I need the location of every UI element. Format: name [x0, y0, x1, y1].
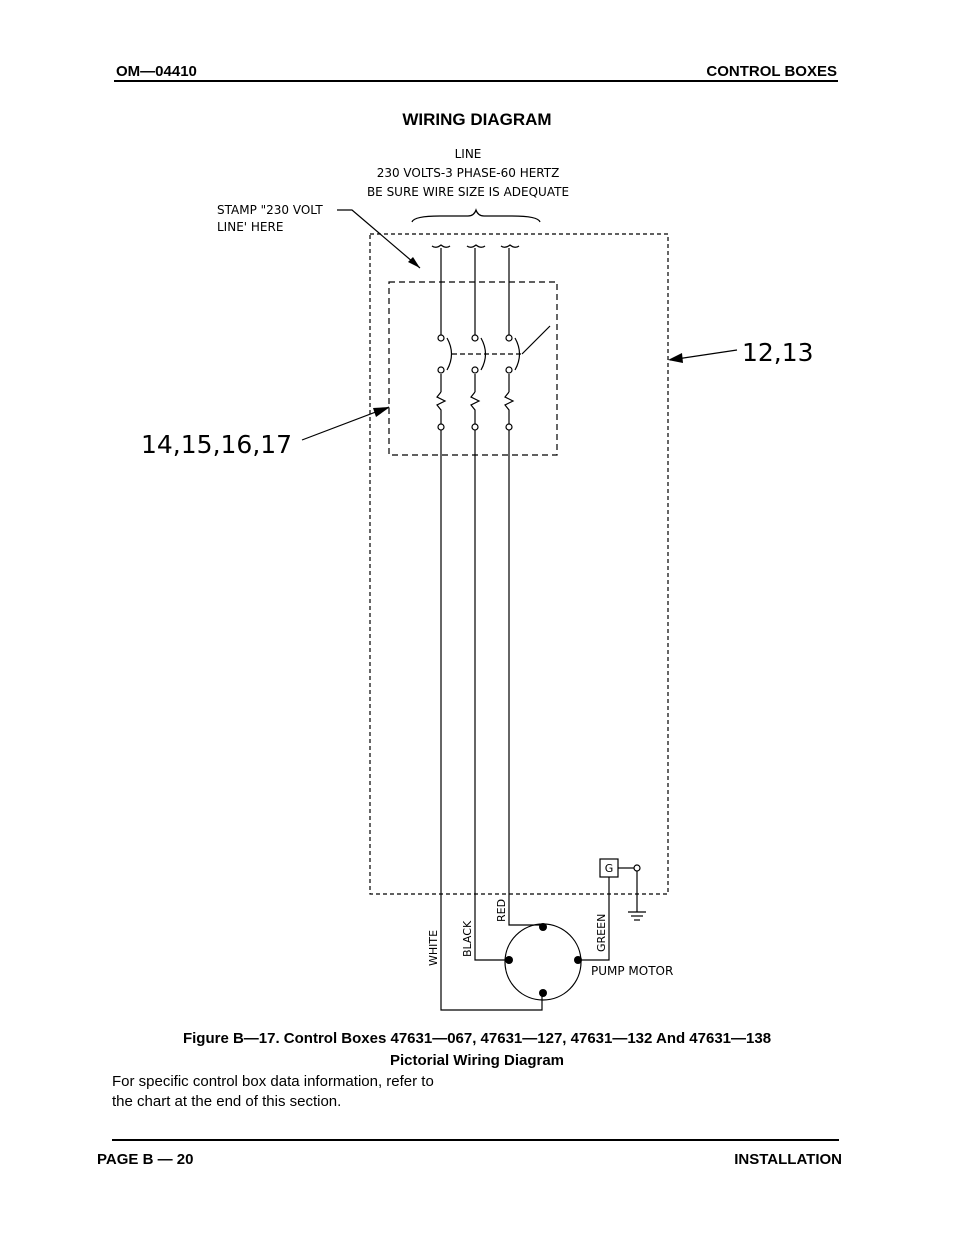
pump-motor-label: PUMP MOTOR — [591, 964, 673, 978]
enclosure-callout: 12,13 — [742, 338, 814, 367]
terminal-mark — [431, 244, 451, 248]
figure-caption-line1: Figure B—17. Control Boxes 47631—067, 47… — [182, 1030, 772, 1047]
chart-reference-note: For specific control box data informatio… — [112, 1072, 434, 1112]
wire-label-black: BLACK — [461, 920, 474, 957]
header-section: CONTROL BOXES — [706, 63, 837, 80]
stamp-note-2: LINE' HERE — [217, 220, 283, 234]
ground-label: G — [605, 862, 614, 875]
figure-caption-line2: Pictorial Wiring Diagram — [389, 1052, 565, 1069]
terminal-mark — [466, 244, 486, 248]
page-number: PAGE B — 20 — [97, 1151, 194, 1168]
enclosure-box — [369, 233, 669, 895]
figure-caption: Figure B—17. Control Boxes 47631—067, 47… — [0, 1028, 954, 1072]
note-line1: For specific control box data informatio… — [112, 1073, 434, 1090]
stamp-leader — [337, 209, 421, 269]
line-note-2: 230 VOLTS-3 PHASE-60 HERTZ — [377, 166, 560, 180]
line-brace — [411, 208, 541, 223]
breaker-box — [388, 281, 558, 456]
wire-label-green: GREEN — [595, 914, 608, 952]
line-note-1: LINE — [455, 147, 482, 161]
stamp-note-1: STAMP "230 VOLT — [217, 203, 323, 217]
diagram-title: WIRING DIAGRAM — [402, 110, 552, 129]
note-line2: the chart at the end of this section. — [112, 1093, 342, 1110]
header-rule — [114, 80, 838, 82]
footer-rule — [112, 1139, 839, 1141]
wire-label-red: RED — [495, 899, 508, 922]
terminal-mark — [500, 244, 520, 248]
wire-label-white: WHITE — [427, 930, 440, 966]
footer-section: INSTALLATION — [734, 1151, 842, 1168]
breaker-callout: 14,15,16,17 — [141, 430, 292, 459]
doc-id: OM—04410 — [116, 63, 197, 80]
line-note-3: BE SURE WIRE SIZE IS ADEQUATE — [367, 185, 569, 199]
pump-motor-symbol — [504, 923, 582, 1001]
